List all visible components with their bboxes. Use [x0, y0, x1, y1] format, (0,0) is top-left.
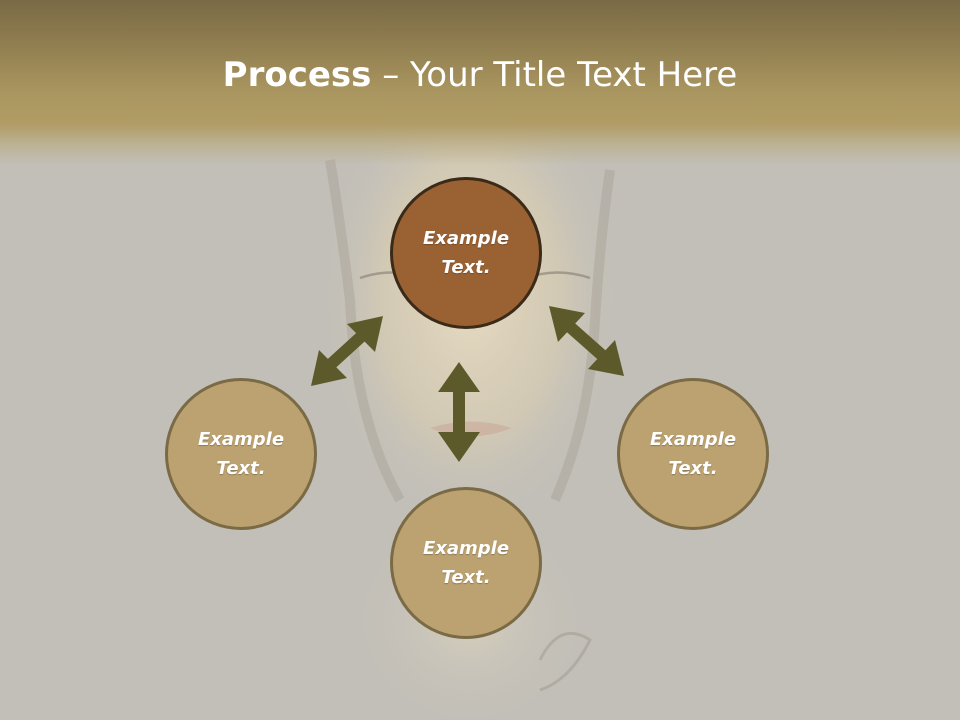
- process-node-right-label: Example Text.: [633, 425, 753, 483]
- process-node-left-label: Example Text.: [181, 425, 301, 483]
- title-rest: Your Title Text Here: [410, 55, 738, 95]
- process-node-left[interactable]: Example Text.: [165, 378, 317, 530]
- process-node-top-label: Example Text.: [406, 224, 526, 282]
- process-node-left-line2: Text.: [216, 458, 266, 479]
- process-node-top-line1: Example: [422, 228, 510, 249]
- process-node-right-line1: Example: [649, 429, 737, 450]
- process-node-bottom-line2: Text.: [441, 567, 491, 588]
- process-node-top[interactable]: Example Text.: [390, 177, 542, 329]
- title-bold: Process: [222, 55, 372, 95]
- title-separator: –: [371, 55, 411, 95]
- header-band: [0, 0, 960, 165]
- page-title: Process – Your Title Text Here: [0, 52, 960, 98]
- process-node-top-line2: Text.: [441, 257, 491, 278]
- process-node-left-line1: Example: [197, 429, 285, 450]
- process-node-bottom-label: Example Text.: [406, 534, 526, 592]
- process-node-right-line2: Text.: [668, 458, 718, 479]
- process-node-bottom[interactable]: Example Text.: [390, 487, 542, 639]
- process-node-right[interactable]: Example Text.: [617, 378, 769, 530]
- process-node-bottom-line1: Example: [422, 538, 510, 559]
